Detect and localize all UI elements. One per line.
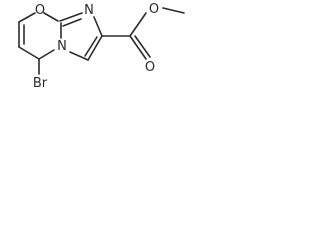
atom-o-ring: O xyxy=(35,3,45,18)
bond-c-o-double-a xyxy=(129,35,147,60)
bond-c3-n xyxy=(69,51,89,61)
atom-n-bridge: N xyxy=(57,39,67,54)
atom-n-imine: N xyxy=(84,3,94,18)
bond-c-o-ester xyxy=(129,12,147,37)
bond-c8a-n-imine-inner xyxy=(62,18,82,27)
bond-o-methyl xyxy=(162,7,185,14)
bond-c5-n xyxy=(38,49,55,60)
bond-c6-c5 xyxy=(18,46,40,60)
atom-o-ester: O xyxy=(149,2,159,17)
chemical-structure: O N N O O Br xyxy=(18,2,185,91)
bond-ring-o-c8a xyxy=(43,12,59,22)
bond-c-o-double-b xyxy=(134,35,151,58)
bond-c2-c3-inner xyxy=(84,36,98,57)
bond-c8a-n-imine xyxy=(59,12,83,22)
bonds xyxy=(18,7,185,75)
bond-c2-c3 xyxy=(87,35,103,61)
bond-n-imine-c2 xyxy=(93,16,103,37)
bond-ring-o-c7 xyxy=(18,12,36,23)
atom-o-carbonyl: O xyxy=(145,60,155,75)
atom-br: Br xyxy=(33,76,48,91)
atom-labels: O N N O O Br xyxy=(33,2,159,91)
